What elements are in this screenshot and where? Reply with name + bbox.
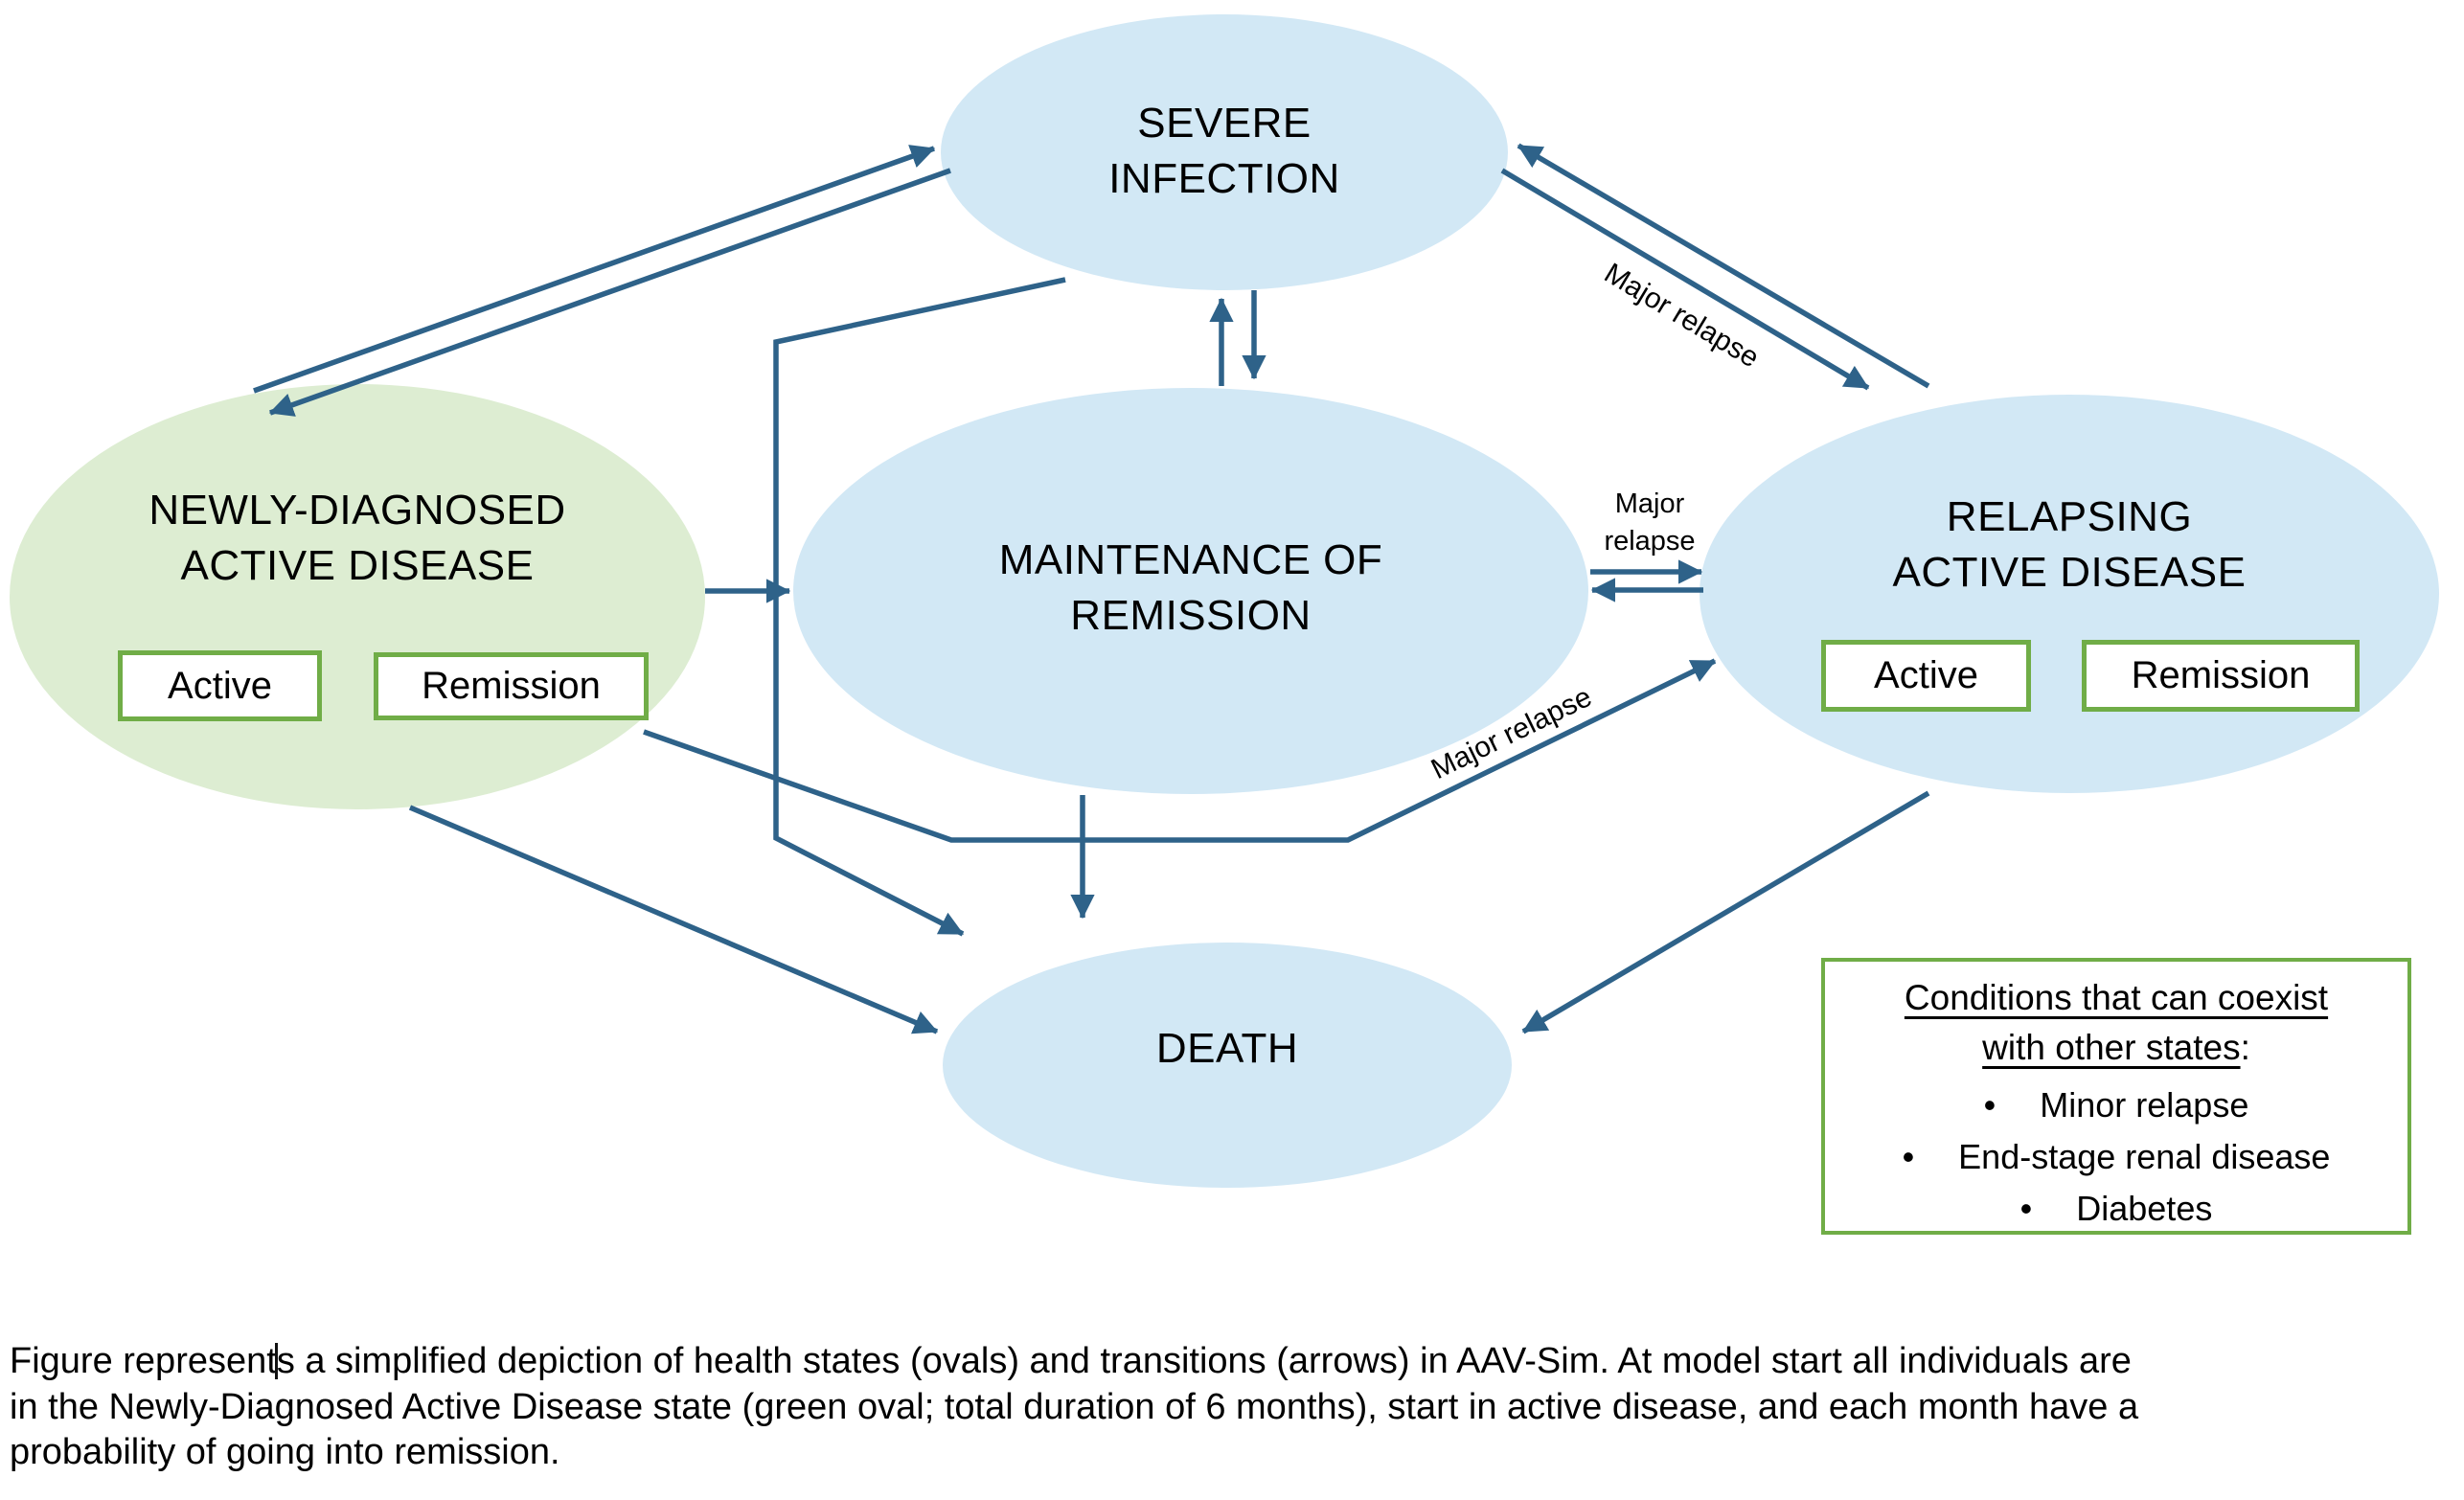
state-label-line: MAINTENANCE OF	[998, 536, 1383, 583]
substate-box-newly-active: Active	[118, 650, 322, 721]
state-oval-maintenance	[793, 388, 1588, 794]
arrow-newly-remission-to-relapsing	[643, 658, 1717, 843]
legend-item: • Minor relapse	[1825, 1080, 2407, 1131]
state-label-severe-infection: SEVERE INFECTION	[1108, 96, 1340, 207]
legend-item-list: • Minor relapse • End-stage renal diseas…	[1825, 1080, 2407, 1235]
state-oval-death	[943, 943, 1512, 1188]
arrow-relapsing-to-severe	[1517, 143, 1930, 389]
substate-box-relapsing-active: Active	[1821, 640, 2031, 712]
caption-line-2: in the Newly-Diagnosed Active Disease st…	[10, 1386, 2139, 1427]
state-label-relapsing: RELAPSING ACTIVE DISEASE	[1893, 489, 2247, 601]
bullet-icon: •	[1983, 1085, 1996, 1125]
legend-item-label: Diabetes	[2076, 1189, 2213, 1228]
transition-label-maintenance-relapsing: Major relapse	[1604, 486, 1695, 560]
caption-line-1: Figure represents a simplified depiction…	[10, 1341, 2132, 1381]
state-label-line: ACTIVE DISEASE	[180, 542, 535, 589]
arrow-newly-to-severe	[253, 145, 936, 394]
state-label-line: DEATH	[1155, 1025, 1299, 1072]
substate-box-relapsing-remission: Remission	[2082, 640, 2360, 712]
text-cursor	[274, 1343, 278, 1379]
legend-item: • End-stage renal disease	[1825, 1131, 2407, 1183]
state-label-death: DEATH	[1156, 1021, 1298, 1077]
state-label-line: INFECTION	[1108, 155, 1340, 202]
state-oval-newly-diagnosed	[10, 384, 705, 809]
state-label-maintenance: MAINTENANCE OF REMISSION	[999, 533, 1383, 644]
arrow-relapsing-to-death	[1521, 790, 1930, 1034]
state-label-line: RELAPSING	[1946, 493, 2193, 540]
caption-line-3: probability of going into remission.	[10, 1432, 560, 1472]
state-label-line: ACTIVE DISEASE	[1892, 549, 2247, 596]
legend-item-label: Minor relapse	[2040, 1085, 2249, 1125]
state-label-line: NEWLY-DIAGNOSED	[148, 487, 566, 534]
arrow-severe-to-newly	[268, 168, 951, 417]
state-label-line: SEVERE	[1137, 100, 1312, 147]
arrow-severe-to-relapsing	[1500, 168, 1870, 391]
transition-label-line: relapse	[1604, 526, 1696, 557]
arrow-severe-to-death	[773, 277, 1066, 937]
state-label-line: REMISSION	[1070, 592, 1312, 639]
bullet-icon: •	[1902, 1137, 1915, 1176]
legend-item: • Diabetes	[1825, 1183, 2407, 1235]
arrow-newly-to-death	[408, 805, 939, 1034]
bullet-icon: •	[2019, 1189, 2033, 1228]
legend-box: Conditions that can coexist with other s…	[1821, 958, 2411, 1235]
substate-box-newly-remission: Remission	[374, 652, 649, 720]
figure-caption: Figure represents a simplified depiction…	[10, 1339, 2462, 1476]
state-oval-severe-infection	[941, 14, 1508, 290]
state-label-newly-diagnosed: NEWLY-DIAGNOSED ACTIVE DISEASE	[148, 483, 565, 594]
legend-title-line1: Conditions that can coexist	[1904, 978, 2329, 1017]
legend-item-label: End-stage renal disease	[1958, 1137, 2331, 1176]
legend-title-line2: with other states:	[1982, 1028, 2250, 1067]
transition-label-line: Major	[1614, 489, 1685, 519]
